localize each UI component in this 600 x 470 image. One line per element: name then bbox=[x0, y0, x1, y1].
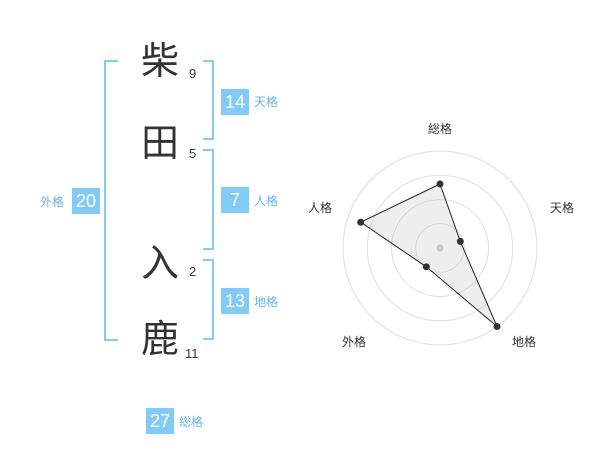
name-char-1: 柴 bbox=[140, 39, 179, 83]
gaikaku-value: 20 bbox=[72, 188, 100, 214]
stroke-count-3: 2 bbox=[189, 264, 197, 279]
chikaku-bracket bbox=[203, 259, 214, 340]
stroke-count-2: 5 bbox=[189, 146, 197, 161]
radar-ring-4 bbox=[342, 150, 538, 346]
soukaku-label: 総格 bbox=[179, 415, 204, 429]
radar-axis-label-gaikaku: 外格 bbox=[342, 335, 367, 349]
gaikaku-label: 外格 bbox=[40, 195, 65, 209]
radar-axis-label-chikaku: 地格 bbox=[512, 335, 537, 349]
bracket-lines bbox=[104, 60, 214, 341]
radar-point-2 bbox=[493, 322, 501, 330]
gaikaku-bracket bbox=[104, 60, 118, 341]
jinkaku-value: 7 bbox=[221, 187, 249, 213]
jinkaku-bracket bbox=[203, 149, 214, 250]
name-char-2: 田 bbox=[140, 121, 179, 165]
soukaku-value: 27 bbox=[146, 408, 174, 434]
tenkaku-label: 天格 bbox=[254, 95, 279, 109]
radar-axis-label-soukaku: 総格 bbox=[428, 122, 453, 136]
radar-axis-label-jinkaku: 人格 bbox=[308, 201, 333, 215]
radar-ring-2 bbox=[391, 199, 489, 297]
jinkaku-label: 人格 bbox=[254, 194, 279, 208]
radar-ring-1 bbox=[415, 223, 465, 273]
radar-axis-label-tenkaku: 天格 bbox=[550, 201, 575, 215]
name-char-3: 入 bbox=[140, 241, 179, 285]
radar-point-3 bbox=[422, 263, 430, 271]
tenkaku-value: 14 bbox=[221, 89, 249, 115]
radar-point-0 bbox=[436, 180, 444, 188]
radar-ring-3 bbox=[366, 174, 514, 322]
chikaku-value: 13 bbox=[221, 288, 249, 314]
tenkaku-bracket bbox=[203, 60, 214, 140]
radar-point-4 bbox=[357, 218, 365, 226]
radar-center bbox=[436, 244, 444, 252]
stroke-count-1: 9 bbox=[189, 66, 197, 81]
stroke-count-4: 11 bbox=[185, 346, 199, 361]
radar-polygon bbox=[359, 183, 498, 327]
chikaku-label: 地格 bbox=[254, 295, 279, 309]
radar-point-1 bbox=[456, 237, 464, 245]
name-char-4: 鹿 bbox=[140, 317, 179, 361]
